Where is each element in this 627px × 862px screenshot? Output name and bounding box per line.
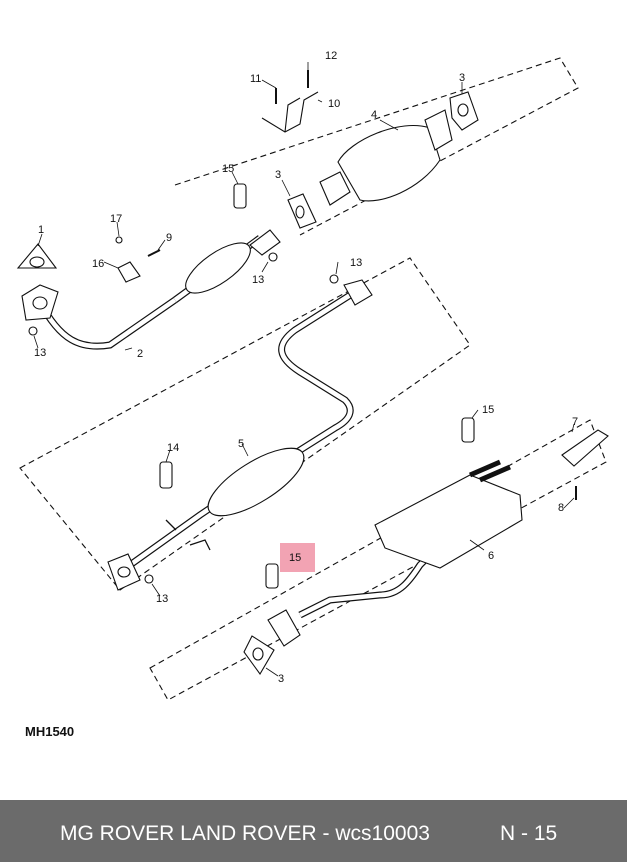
catalyst-group-outline	[174, 57, 579, 236]
footer-bar: MG ROVER LAND ROVER - wcs10003 N - 15	[0, 800, 627, 862]
rubber-mount-15c	[265, 563, 279, 589]
mounting-bracket	[261, 91, 319, 133]
callout-7: 7	[572, 416, 578, 428]
intermediate-silencer	[207, 447, 305, 517]
flange-gasket-3b	[287, 193, 317, 229]
intermediate-group-outline	[19, 257, 471, 591]
callout-4: 4	[371, 109, 377, 121]
callout-13a: 13	[252, 274, 264, 286]
intermediate-pipe	[127, 289, 357, 568]
callout-14: 14	[167, 442, 179, 454]
front-silencer	[185, 242, 251, 294]
flange-gasket-3a	[449, 91, 479, 131]
catalytic-converter	[337, 124, 441, 202]
callout-3c: 3	[278, 673, 284, 685]
rear-silencer	[374, 474, 523, 569]
diagram-code: MH1540	[25, 724, 75, 739]
callout-3a: 3	[459, 72, 465, 84]
callout-5: 5	[238, 438, 244, 450]
exhaust-system-diagram: 12 11 10 3 4 15 3 17 9 1 16 13 2 13 13 1…	[16, 50, 609, 701]
callout-8: 8	[558, 502, 564, 514]
callout-6: 6	[488, 550, 494, 562]
front-downpipe	[36, 297, 177, 350]
rear-group-outline	[149, 419, 607, 701]
callout-1: 1	[38, 224, 44, 236]
highlight-marker	[280, 543, 315, 572]
callout-11: 11	[250, 73, 261, 85]
callout-9: 9	[166, 232, 172, 244]
callout-13c: 13	[350, 257, 362, 269]
footer-text: MG ROVER LAND ROVER - wcs10003	[60, 822, 430, 845]
callout-13d: 13	[156, 593, 168, 605]
callout-3b: 3	[275, 169, 281, 181]
tail-trim	[561, 429, 609, 467]
rubber-mount-14	[159, 461, 173, 489]
flange-gasket-3c	[243, 635, 275, 676]
callout-12: 12	[325, 50, 337, 62]
rubber-mount-15a	[233, 183, 247, 209]
callout-10: 10	[328, 98, 340, 110]
flange-gasket-1	[16, 243, 58, 269]
callout-15a: 15	[222, 163, 234, 175]
footer-page: N - 15	[500, 822, 558, 845]
callout-16: 16	[92, 258, 104, 270]
callout-13b: 13	[34, 347, 46, 359]
callout-2: 2	[137, 348, 143, 360]
callout-17: 17	[110, 213, 122, 225]
callout-15b: 15	[482, 404, 494, 416]
rubber-mount-15b	[461, 417, 475, 443]
front-flange	[21, 284, 59, 321]
callout-15c: 15	[289, 552, 301, 564]
